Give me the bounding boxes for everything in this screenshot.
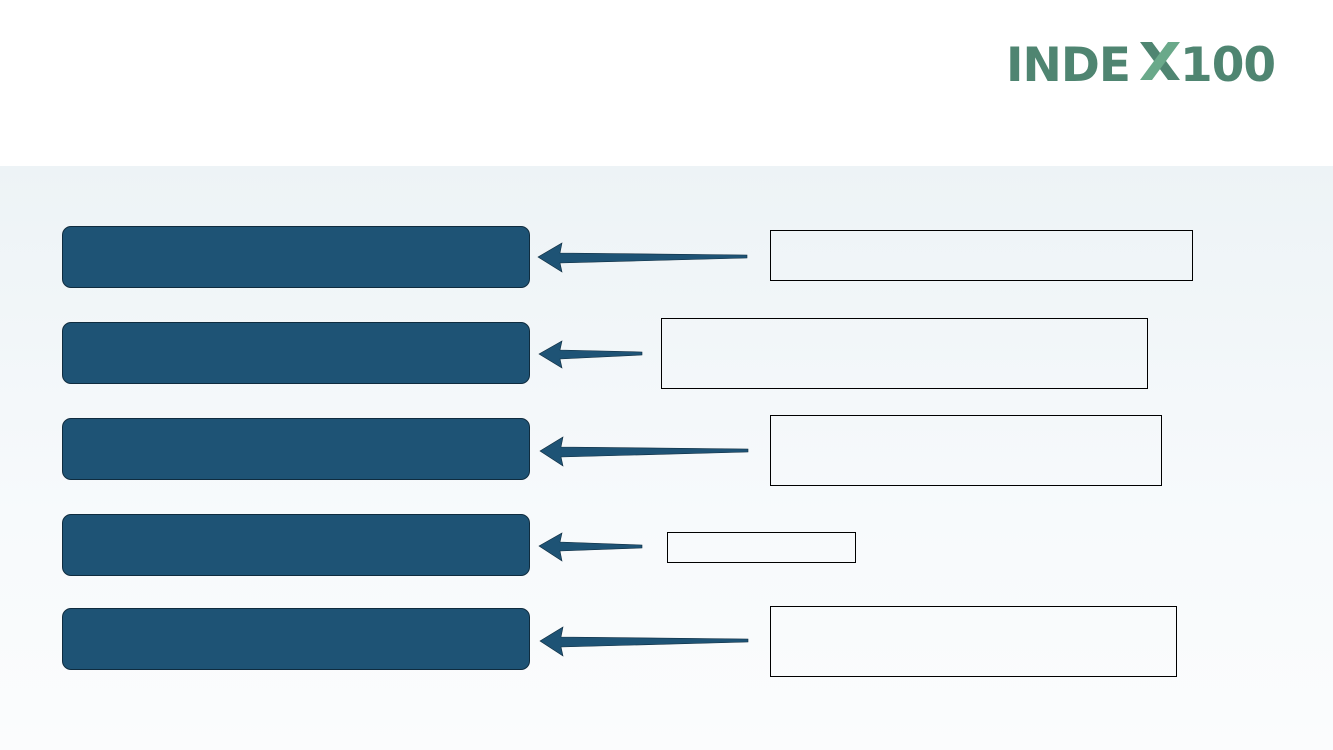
step-box-4: [62, 514, 530, 576]
logo-text-left: INDE: [1006, 38, 1130, 86]
step-box-1: [62, 226, 530, 288]
note-box-4: [667, 532, 856, 563]
step-box-2: [62, 322, 530, 384]
logo-text-right: 100: [1180, 38, 1274, 86]
step-box-5: [62, 608, 530, 670]
note-box-3: [770, 415, 1162, 486]
note-box-5: [770, 606, 1177, 677]
header-area: [0, 0, 1333, 166]
index100-logo: INDE 100: [1006, 38, 1274, 86]
logo-x-icon: [1140, 42, 1180, 80]
step-box-3: [62, 418, 530, 480]
note-box-1: [770, 230, 1193, 281]
note-box-2: [661, 318, 1148, 389]
